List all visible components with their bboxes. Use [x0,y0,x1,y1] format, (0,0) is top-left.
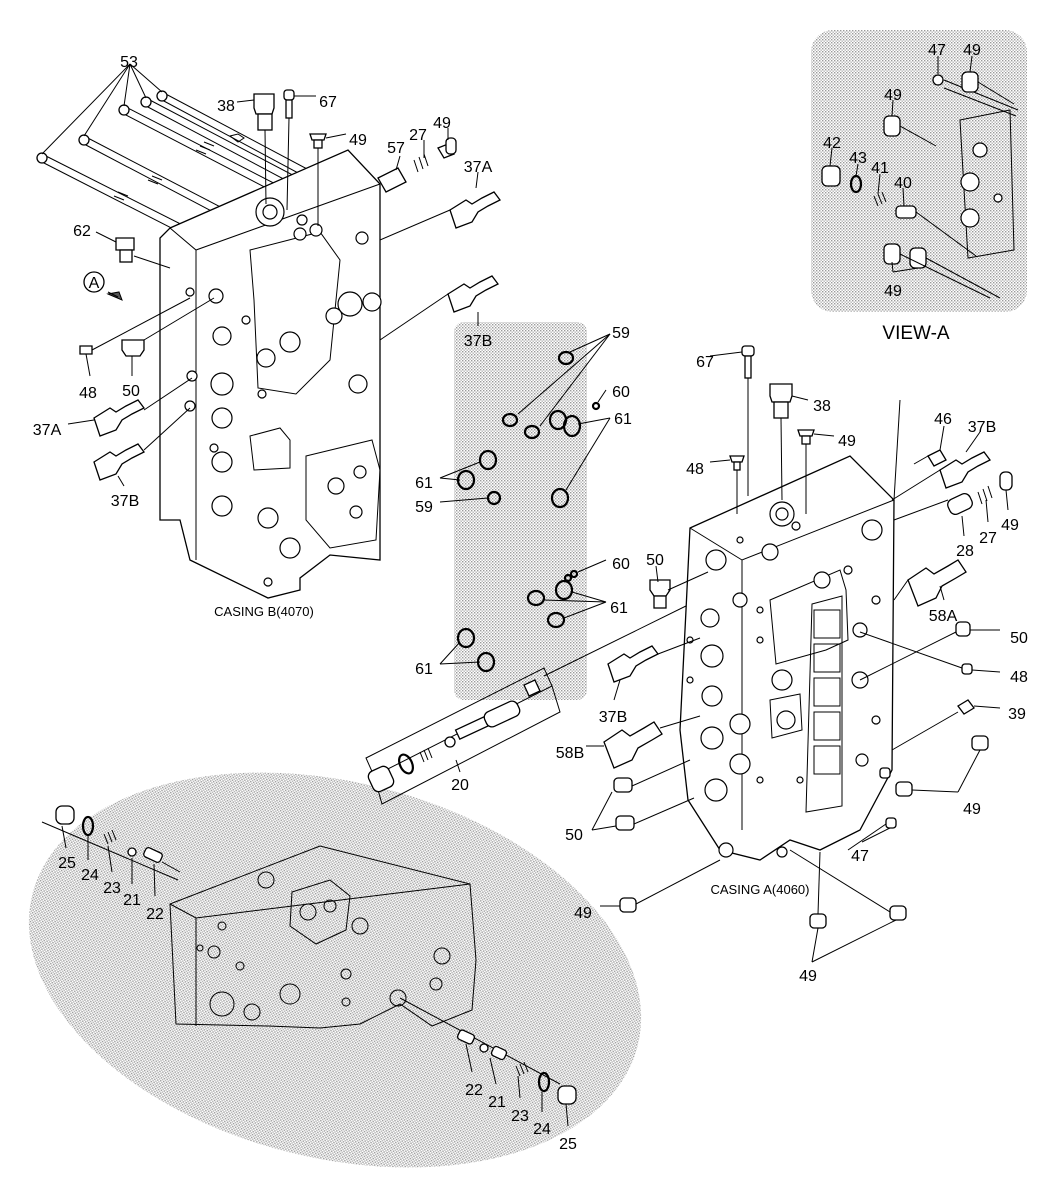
view-a-title: VIEW-A [882,323,950,344]
part-callout-67: 67 [319,94,337,111]
casing-b-parts [79,89,501,487]
part-callout-46: 46 [934,411,952,428]
part-callout-49: 49 [1001,517,1019,534]
part-callout-67: 67 [696,354,714,371]
part-callout-40: 40 [894,175,912,192]
part-callout-25: 25 [58,855,76,872]
view-a-marker: A [89,275,100,292]
part-callout-37b: 37B [111,493,139,510]
casing-b-caption: CASING B(4070) [214,604,314,619]
part-callout-27: 27 [409,127,427,144]
part-callout-49: 49 [433,115,451,132]
part-callout-58a: 58A [929,608,958,625]
part-callout-49: 49 [574,905,592,922]
part-callout-37b: 37B [968,419,996,436]
part-callout-21: 21 [123,892,141,909]
part-callout-39: 39 [1008,706,1026,723]
casing-b-block [36,63,382,599]
part-callout-50: 50 [565,827,583,844]
part-callout-38: 38 [217,98,235,115]
part-callout-61: 61 [610,600,628,617]
part-callout-50: 50 [1010,630,1028,647]
part-callout-48: 48 [79,385,97,402]
part-callout-24: 24 [533,1121,551,1138]
part-callout-47: 47 [928,42,946,59]
part-callout-61: 61 [415,475,433,492]
part-callout-53: 53 [120,54,138,71]
part-callout-42: 42 [823,135,841,152]
part-callout-37b: 37B [464,333,492,350]
part-callout-37a: 37A [33,422,62,439]
part-callout-50: 50 [646,552,664,569]
part-callout-49: 49 [349,132,367,149]
part-callout-57: 57 [387,140,405,157]
part-callout-27: 27 [979,530,997,547]
part-callout-49: 49 [884,87,902,104]
part-callout-49: 49 [799,968,817,985]
part-callout-49: 49 [963,801,981,818]
part-callout-60: 60 [612,556,630,573]
tie-bolts-53 [36,63,359,263]
part-callout-38: 38 [813,398,831,415]
seal-rings [439,333,611,673]
part-callout-49: 49 [838,433,856,450]
part-callout-50: 50 [122,383,140,400]
part-callout-21: 21 [488,1094,506,1111]
casing-a-caption: CASING A(4060) [711,882,810,897]
part-callout-22: 22 [465,1082,483,1099]
part-callout-23: 23 [511,1108,529,1125]
part-callout-59: 59 [415,499,433,516]
part-callout-49: 49 [963,42,981,59]
part-callout-49: 49 [884,283,902,300]
part-callout-61: 61 [614,411,632,428]
leader-lines [67,55,1009,851]
part-callout-23: 23 [103,880,121,897]
part-callout-41: 41 [871,160,889,177]
part-callout-59: 59 [612,325,630,342]
part-callout-48: 48 [1010,669,1028,686]
part-callout-48: 48 [686,461,704,478]
view-a-shaded-area [811,30,1027,312]
spool-assembly-20 [365,603,691,805]
part-callout-43: 43 [849,150,867,167]
part-callout-61: 61 [415,661,433,678]
bottom-casing [41,805,577,1127]
part-callout-24: 24 [81,867,99,884]
part-callout-47: 47 [851,848,869,865]
part-callout-22: 22 [146,906,164,923]
part-callout-37a: 37A [464,159,493,176]
part-callout-25: 25 [559,1136,577,1153]
part-callout-58b: 58B [556,745,584,762]
view-a-parts [821,71,1019,299]
casing-a-block [679,455,895,861]
part-callout-20: 20 [451,777,469,794]
seal-shaded-area [454,322,587,700]
bottom-shaded-area [28,772,642,1168]
part-callout-62: 62 [73,223,91,240]
part-callout-60: 60 [612,384,630,401]
part-callout-37b: 37B [599,709,627,726]
part-callout-28: 28 [956,543,974,560]
